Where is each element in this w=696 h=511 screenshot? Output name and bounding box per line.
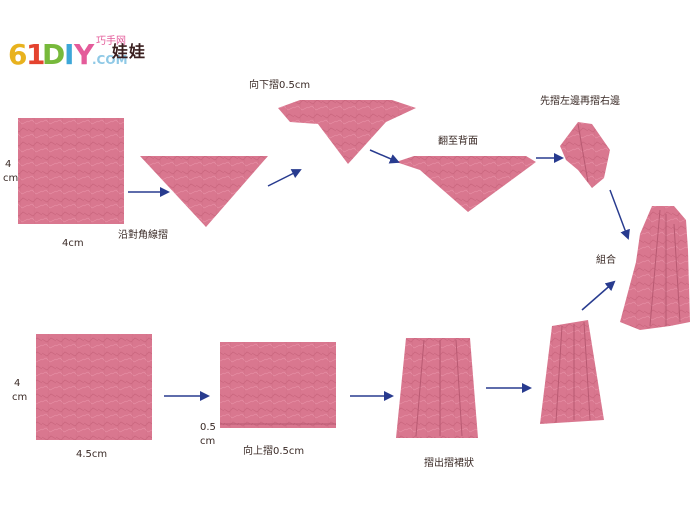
svg-text:I: I xyxy=(64,38,74,71)
label-fold-down: 向下摺0.5cm xyxy=(249,81,310,91)
paper-skirt-pleated xyxy=(540,320,604,424)
paper-folded-up xyxy=(220,342,336,428)
svg-text:D: D xyxy=(42,38,65,71)
label-fold-up-unit: cm xyxy=(200,437,215,447)
label-fold-left-right: 先摺左邊再摺右邊 xyxy=(540,97,620,107)
paper-square-top xyxy=(18,118,124,224)
arrow-2 xyxy=(268,170,300,186)
site-logo: 6 1 D I Y .COM 巧手网 xyxy=(6,26,176,74)
arrow-9 xyxy=(582,282,614,310)
paper-flipped xyxy=(396,156,536,212)
label-bottom-square-side-unit: cm xyxy=(12,393,27,403)
label-fold-up-value: 0.5 xyxy=(200,423,216,433)
label-top-square-bottom: 4cm xyxy=(62,239,84,249)
arrow-3 xyxy=(370,150,398,162)
label-fold-diagonal: 沿對角線摺 xyxy=(118,231,168,241)
paper-folded-down xyxy=(278,100,416,164)
page-title: 娃娃 xyxy=(112,38,146,62)
paper-skirt-folds xyxy=(396,338,478,438)
label-top-square-side: 4 xyxy=(5,160,11,170)
paper-side-folds xyxy=(560,122,610,188)
label-combine: 組合 xyxy=(596,256,616,266)
paper-square-bottom xyxy=(36,334,152,440)
label-bottom-square-side: 4 xyxy=(14,379,20,389)
arrow-5 xyxy=(610,190,628,238)
label-flip-back: 翻至背面 xyxy=(438,137,478,147)
logo-icon: 6 1 D I Y .COM 巧手网 xyxy=(6,26,176,74)
label-top-square-side-unit: cm xyxy=(3,174,18,184)
label-bottom-square-bottom: 4.5cm xyxy=(76,450,107,460)
label-fold-skirt: 摺出摺裙狀 xyxy=(424,459,474,469)
label-fold-up: 向上摺0.5cm xyxy=(243,447,304,457)
svg-text:6: 6 xyxy=(8,38,27,71)
